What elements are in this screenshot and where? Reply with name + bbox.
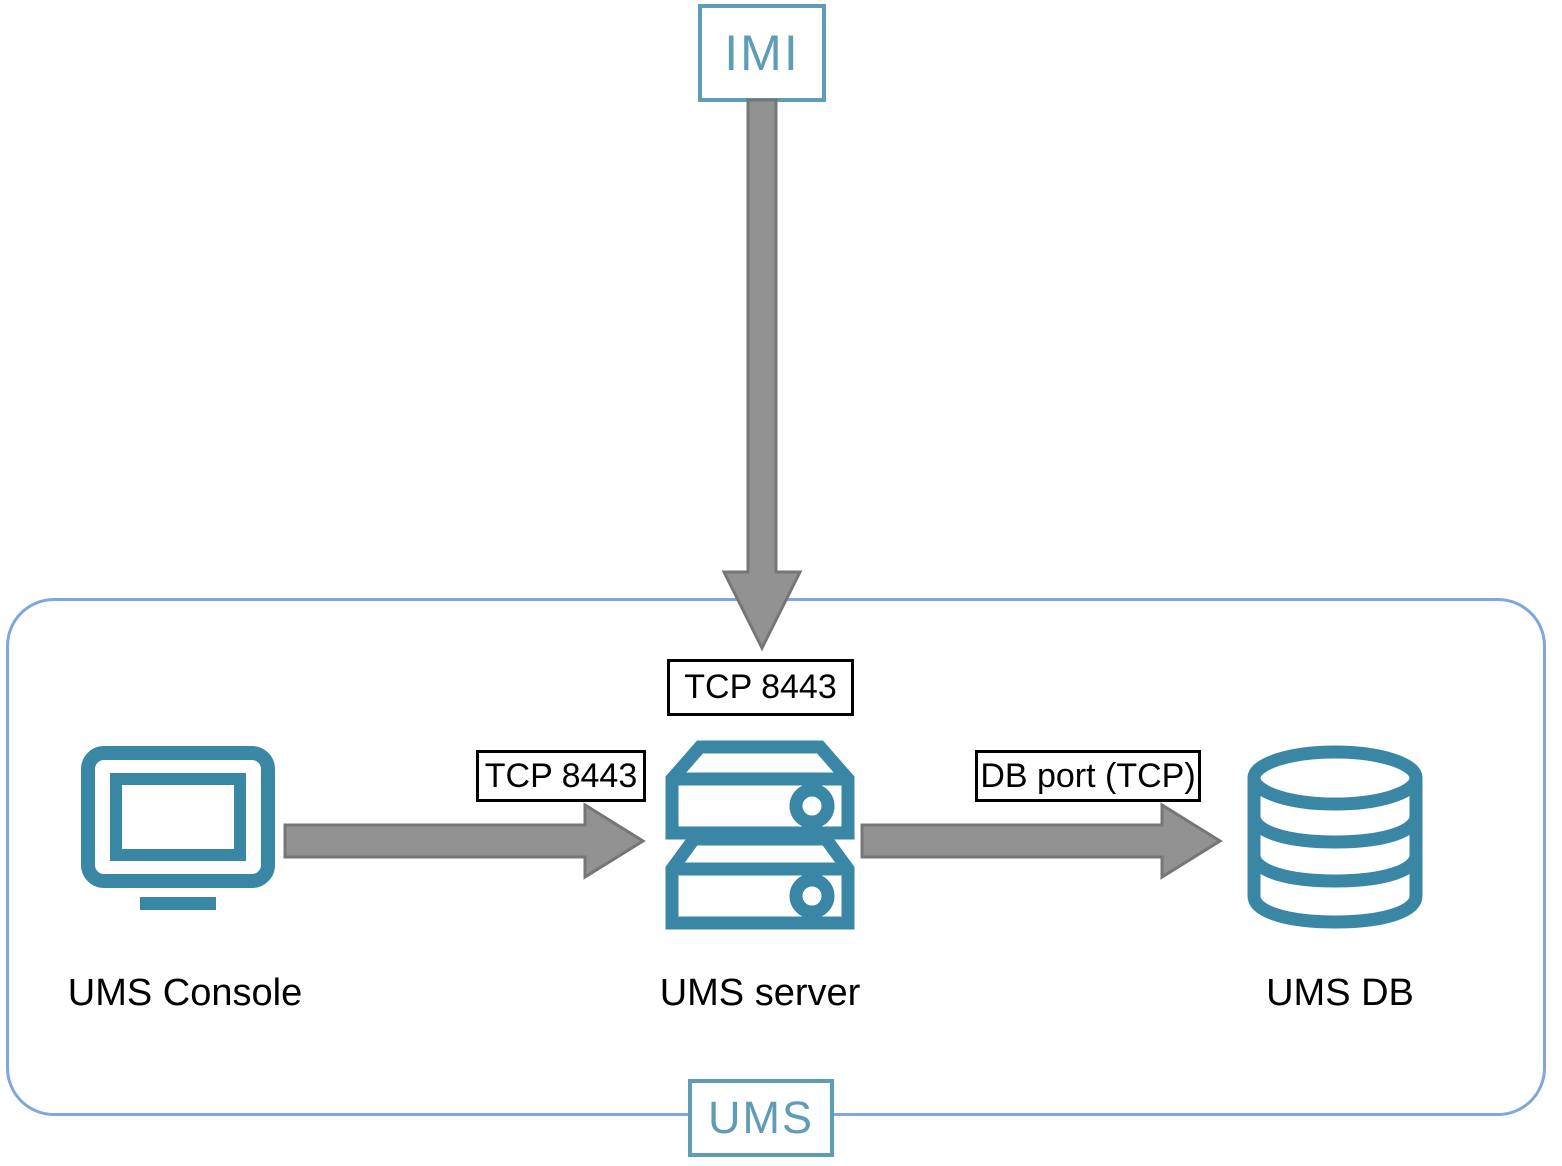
- ums-tag-label: UMS: [708, 1092, 814, 1143]
- node-label-ums-db: UMS DB: [1266, 972, 1414, 1014]
- port-label-imi-text: TCP 8443: [684, 668, 837, 706]
- imi-tag-box: IMI: [698, 4, 826, 102]
- ums-tag-box: UMS: [688, 1079, 834, 1157]
- node-label-ums-server: UMS server: [659, 972, 861, 1014]
- database-cylinder-icon: [1247, 745, 1423, 929]
- port-label-db-text: DB port (TCP): [980, 756, 1196, 795]
- server-rack-icon: [665, 740, 855, 930]
- monitor-icon: [81, 746, 275, 910]
- port-label-imi-to-server: TCP 8443: [667, 659, 854, 716]
- port-label-console-to-server: TCP 8443: [476, 750, 646, 802]
- arrow-console-to-server: [283, 802, 646, 880]
- node-label-ums-console: UMS Console: [67, 972, 303, 1014]
- arrow-server-to-db: [860, 802, 1223, 880]
- port-label-console-text: TCP 8443: [484, 756, 638, 795]
- imi-tag-label: IMI: [724, 25, 800, 81]
- port-label-server-to-db: DB port (TCP): [975, 750, 1201, 802]
- arrow-imi-to-server: [721, 98, 803, 652]
